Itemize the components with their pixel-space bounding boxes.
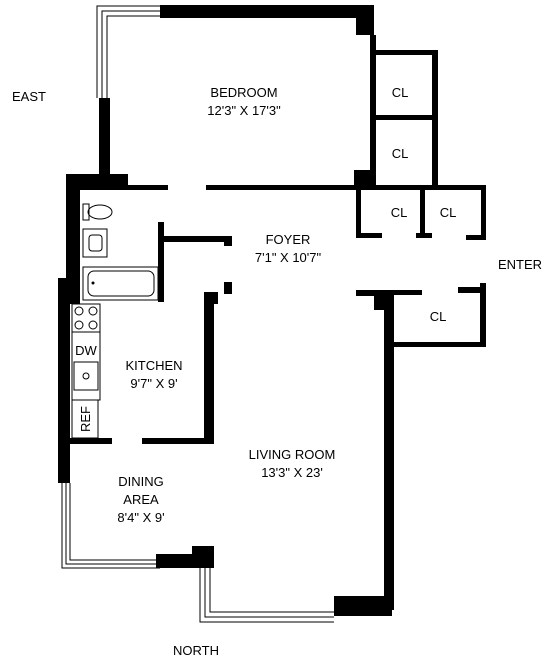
living-room-name: LIVING ROOM — [249, 447, 336, 462]
foyer-size: 7'1" X 10'7" — [255, 250, 322, 265]
living-room-size: 13'3" X 23' — [261, 465, 323, 480]
closet-label: CL — [392, 85, 409, 100]
closet-label: CL — [392, 146, 409, 161]
compass-east: EAST — [12, 89, 46, 104]
dining-walls — [58, 438, 214, 569]
closet-label: CL — [430, 309, 447, 324]
entry-label: ENTER — [498, 257, 542, 272]
toilet-bowl — [87, 204, 113, 220]
closet-label: CL — [391, 205, 408, 220]
refrigerator-label: REF — [78, 406, 93, 432]
dining-size: 8'4" X 9' — [117, 510, 164, 525]
kitchen — [58, 278, 218, 444]
toilet-tank — [82, 203, 90, 221]
foyer-name: FOYER — [266, 232, 311, 247]
bath-sink — [82, 228, 108, 258]
bedroom-size: 12'3" X 17'3" — [207, 103, 281, 118]
bathtub — [82, 266, 159, 301]
kitchen-size: 9'7" X 9' — [130, 376, 177, 391]
living-walls — [199, 236, 486, 623]
compass-north: NORTH — [173, 643, 219, 658]
closet-walls — [356, 50, 486, 240]
bathroom — [66, 174, 230, 304]
kitchen-name: KITCHEN — [125, 358, 182, 373]
dishwasher-label: DW — [75, 343, 97, 358]
bedroom-name: BEDROOM — [210, 85, 277, 100]
closet-label: CL — [440, 205, 457, 220]
dining-name: DINING — [118, 474, 164, 489]
dining-name-2: AREA — [123, 492, 159, 507]
kitchen-sink — [73, 361, 99, 391]
